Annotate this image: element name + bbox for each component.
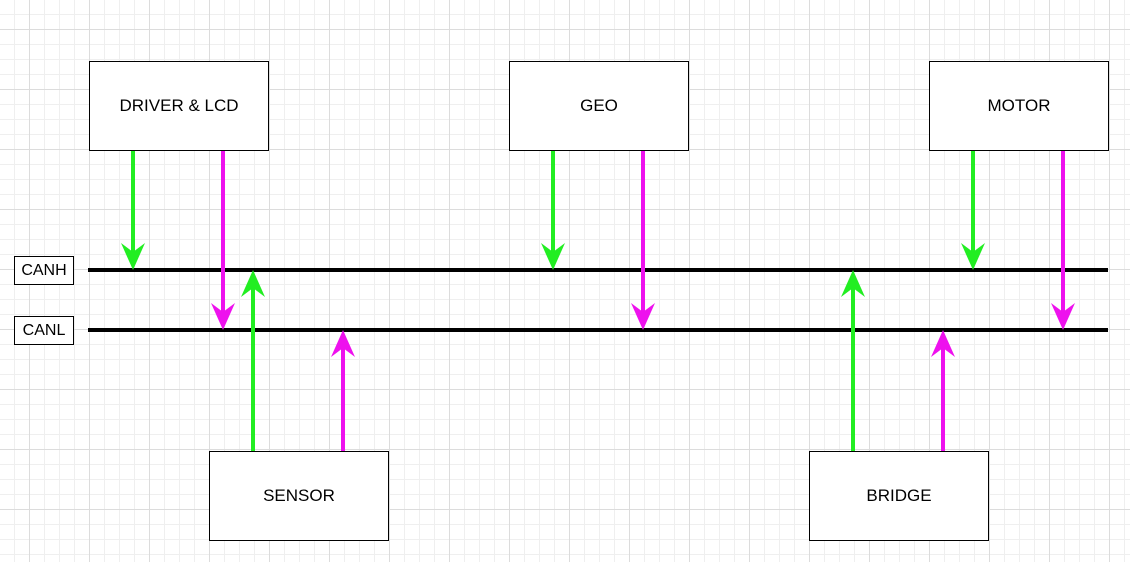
driver-lcd-node: DRIVER & LCD xyxy=(89,61,269,151)
bridge-canl-arrow xyxy=(931,330,955,451)
sensor-canl-arrow xyxy=(331,330,355,451)
canh-label: CANH xyxy=(14,256,74,285)
motor-canh-arrow xyxy=(961,151,985,270)
geo-canl-arrow xyxy=(631,151,655,330)
sensor-canh-arrow xyxy=(241,270,265,451)
bridge-node: BRIDGE xyxy=(809,451,989,541)
motor-node: MOTOR xyxy=(929,61,1109,151)
canl-label: CANL xyxy=(14,316,74,345)
geo-canh-arrow xyxy=(541,151,565,270)
motor-canl-arrow xyxy=(1051,151,1075,330)
driver-canl-arrow xyxy=(211,151,235,330)
driver-canh-arrow xyxy=(121,151,145,270)
geo-node: GEO xyxy=(509,61,689,151)
sensor-node: SENSOR xyxy=(209,451,389,541)
bridge-canh-arrow xyxy=(841,270,865,451)
